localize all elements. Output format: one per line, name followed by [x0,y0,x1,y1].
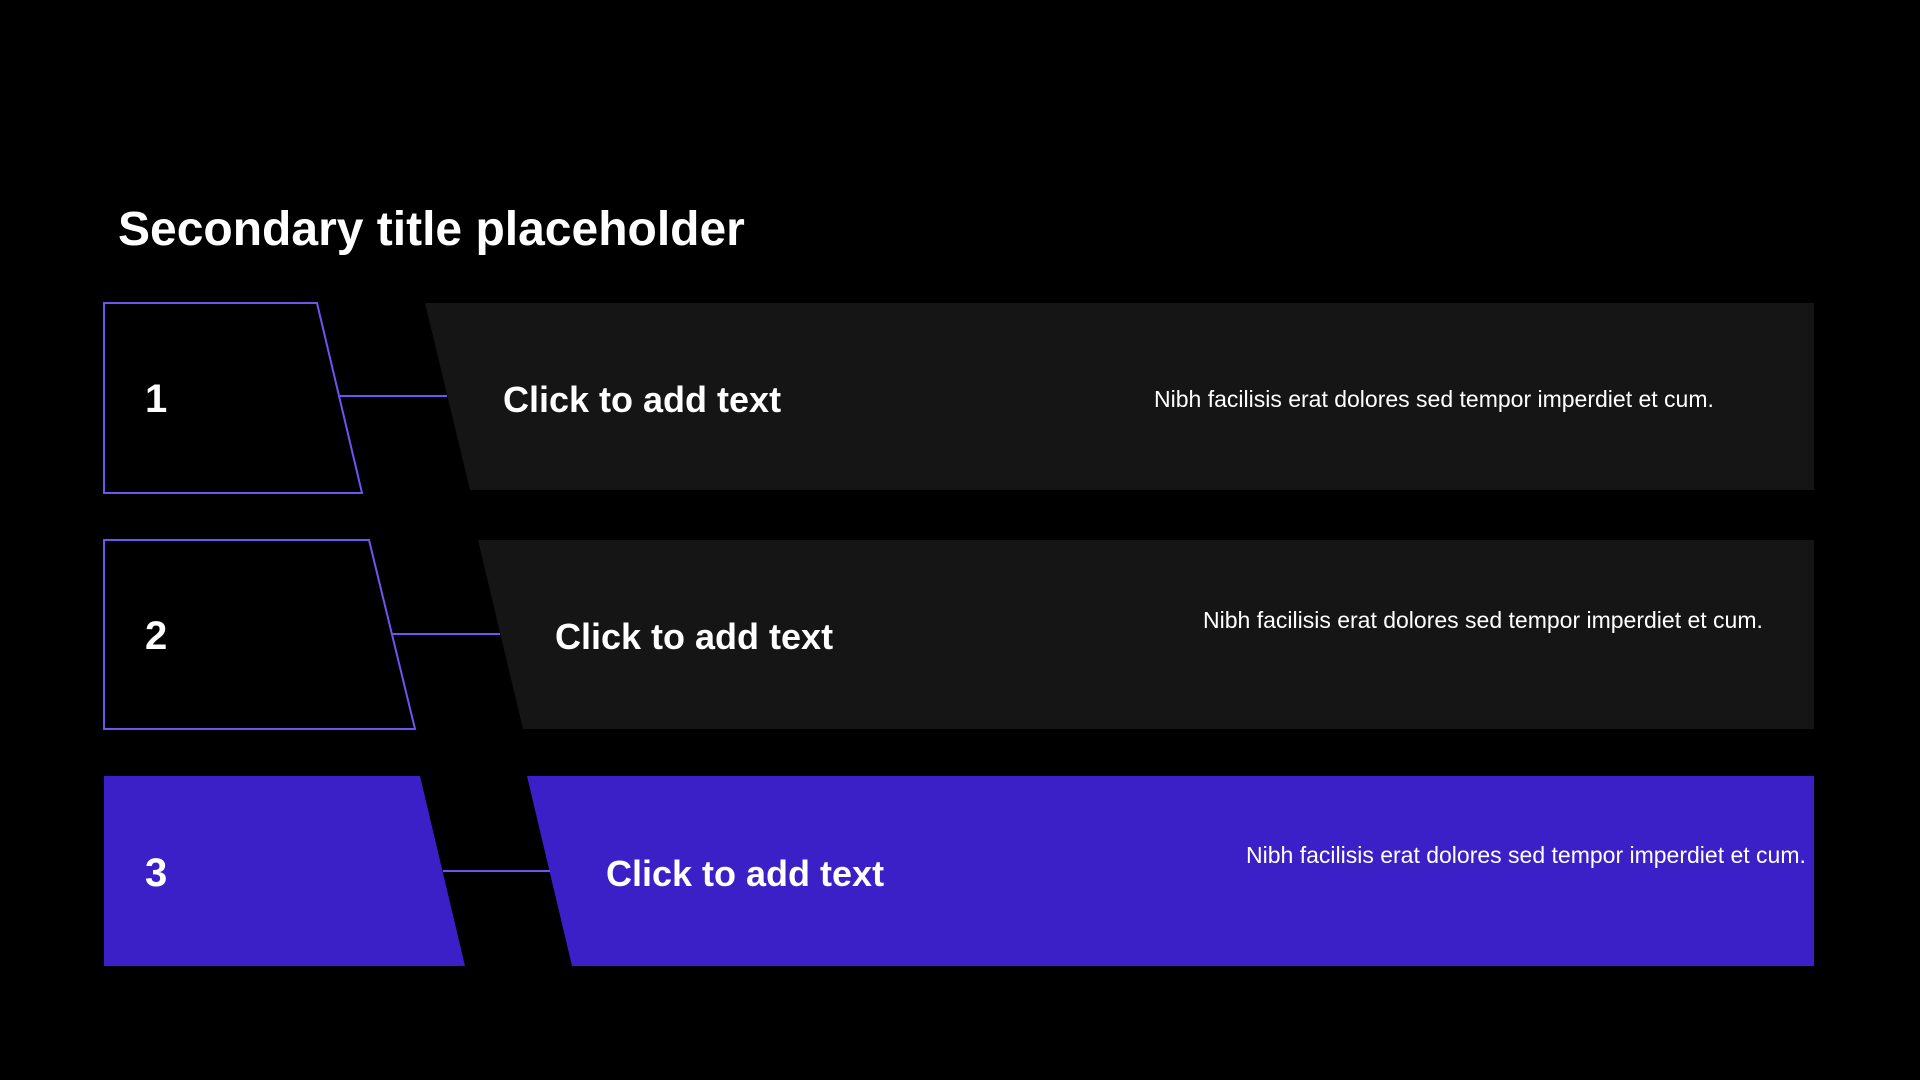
step-2-description[interactable]: Nibh facilisis erat dolores sed tempor i… [1203,607,1763,633]
step-1-number: 1 [145,377,168,421]
step-1-card [425,303,1814,490]
step-3-description[interactable]: Nibh facilisis erat dolores sed tempor i… [1246,842,1806,868]
step-2-number-box [103,539,417,730]
step-2-card [478,540,1814,729]
step-1-heading[interactable]: Click to add text [503,379,782,420]
step-1-number-box [103,302,364,494]
slide-title[interactable]: Secondary title placeholder [118,203,745,256]
step-1-description[interactable]: Nibh facilisis erat dolores sed tempor i… [1154,386,1714,412]
step-3-card [527,776,1814,966]
step-3-number: 3 [145,851,168,895]
step-3-heading[interactable]: Click to add text [606,853,885,894]
step-2-heading[interactable]: Click to add text [555,616,834,657]
step-2-number: 2 [145,614,168,658]
step-3-number-box [104,776,465,966]
